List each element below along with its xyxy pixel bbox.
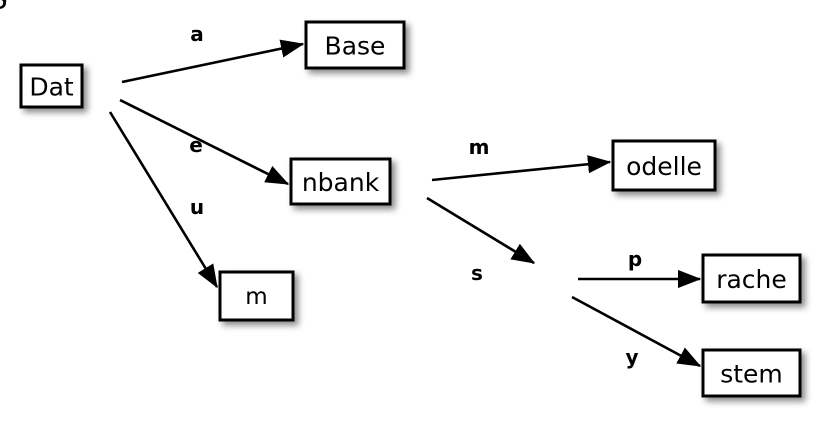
node-label-dat: Dat <box>29 73 74 102</box>
edge-label-e: e <box>189 133 203 157</box>
edge-label-p: p <box>628 247 642 271</box>
node-rache[interactable]: rache <box>701 253 802 304</box>
node-shape-odelle[interactable] <box>611 139 717 192</box>
edge-a: a <box>121 22 305 84</box>
node-label-rache: rache <box>716 265 787 294</box>
node-label-nbank: nbank <box>302 168 380 197</box>
node-shape-nbank[interactable] <box>289 157 392 206</box>
edge-line-e <box>119 98 290 186</box>
node-shape-base[interactable] <box>304 20 406 70</box>
node-label-3: 3 <box>0 0 8 15</box>
edge-p: p <box>578 247 702 289</box>
node-0[interactable]: 0 <box>0 0 8 15</box>
node-nbank[interactable]: nbank <box>289 157 392 206</box>
edge-m: m <box>431 135 612 182</box>
edge-label-a: a <box>190 22 204 46</box>
node-dat[interactable]: Dat <box>19 63 84 109</box>
edge-line-u <box>108 111 219 289</box>
edge-label-u: u <box>190 195 204 219</box>
edge-line-y <box>571 295 702 368</box>
node-5[interactable]: 5 <box>0 0 8 15</box>
node-shape-m[interactable] <box>218 270 295 322</box>
node-shape-dat[interactable] <box>19 63 84 109</box>
edge-s: s <box>426 196 536 285</box>
edge-label-y: y <box>625 345 638 369</box>
edge-line-m <box>431 155 612 182</box>
node-label-5: 5 <box>0 0 8 15</box>
edges-group: a e u m s p y <box>108 22 702 369</box>
nodes-group: Dat 3 Base nbank 5 m <box>0 0 802 398</box>
edge-y: y <box>571 295 702 369</box>
edge-label-s: s <box>471 261 483 285</box>
node-base[interactable]: Base <box>304 20 406 70</box>
node-label-0: 0 <box>0 0 8 15</box>
edge-line-a <box>121 39 305 84</box>
node-stem[interactable]: stem <box>701 348 802 398</box>
edge-line-s <box>426 196 536 265</box>
edge-label-m: m <box>469 135 490 159</box>
node-3[interactable]: 3 <box>0 0 8 15</box>
node-odelle[interactable]: odelle <box>611 139 717 192</box>
node-shape-stem[interactable] <box>701 348 802 398</box>
node-label-base: Base <box>325 32 386 61</box>
node-shape-rache[interactable] <box>701 253 802 304</box>
edge-e: e <box>119 98 290 186</box>
node-label-odelle: odelle <box>626 152 702 181</box>
node-label-stem: stem <box>720 360 783 389</box>
node-label-m: m <box>245 284 267 310</box>
node-m[interactable]: m <box>218 270 295 322</box>
edge-u: u <box>108 111 219 289</box>
